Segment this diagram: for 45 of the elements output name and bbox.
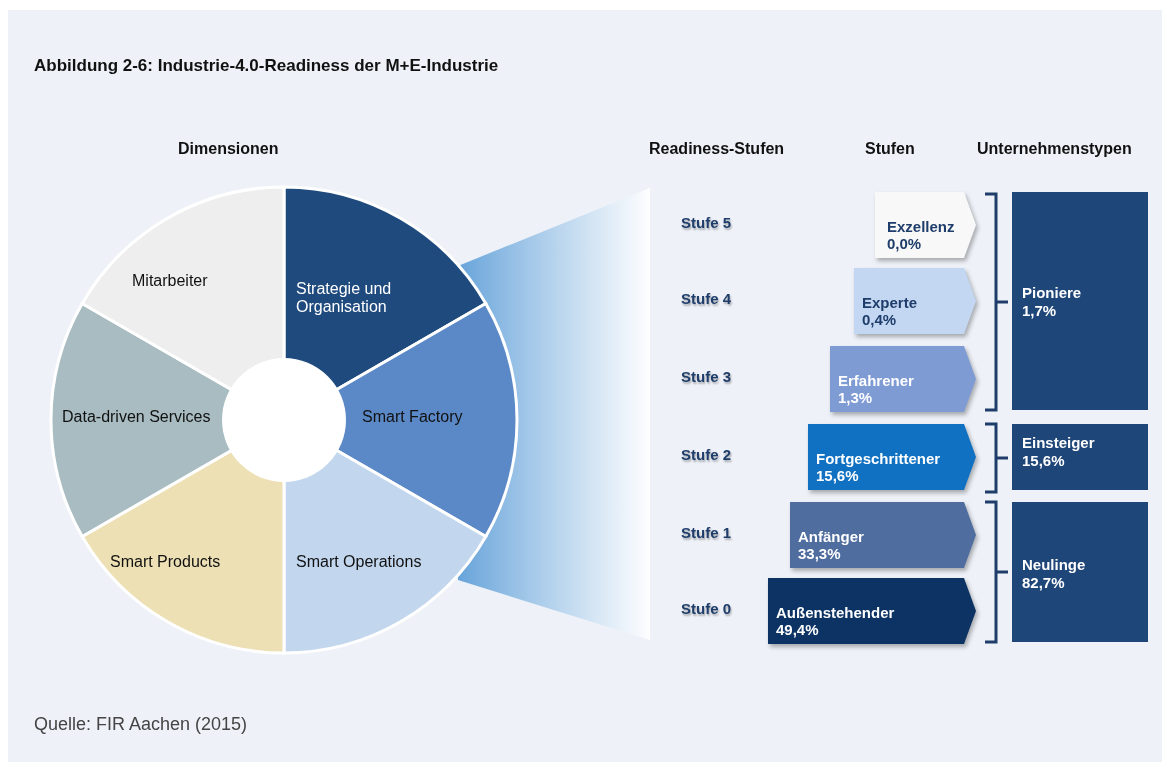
- stage-name: Fortgeschrittener: [816, 450, 941, 468]
- stage-label: Stufe 3: [681, 368, 731, 385]
- readiness-level-bar: [875, 192, 976, 258]
- stage-label: Stufe 2: [681, 446, 731, 463]
- stage-percentage: 15,6%: [816, 467, 859, 485]
- readiness-level-bar: [790, 502, 976, 568]
- segment-label: Smart Products: [110, 553, 221, 571]
- segment-label: Smart Factory: [362, 408, 463, 426]
- stage-label: Stufe 1: [681, 524, 731, 541]
- stage-percentage: 0,4%: [862, 311, 897, 329]
- company-type-name: Pioniere: [1022, 284, 1082, 302]
- figure-title: Abbildung 2-6: Industrie-4.0-Readiness der M+E-Industrie: [34, 56, 499, 76]
- source-caption: Quelle: FIR Aachen (2015): [34, 714, 248, 735]
- company-type-box: [1012, 192, 1148, 410]
- column-header: Dimensionen: [178, 140, 279, 158]
- column-header: Unternehmenstypen: [977, 140, 1132, 158]
- stage-label: Stufe 0: [681, 600, 731, 617]
- company-type-name: Neulinge: [1022, 556, 1086, 574]
- stage-name: Exzellenz: [887, 218, 955, 236]
- readiness-level-bar: [808, 424, 976, 490]
- segment-label: Strategie und Organisation: [296, 280, 446, 316]
- stage-percentage: 0,0%: [887, 235, 922, 253]
- company-type-percentage: 15,6%: [1022, 452, 1065, 470]
- readiness-level-bar: [830, 346, 976, 412]
- column-header: Stufen: [865, 140, 915, 158]
- company-type-percentage: 82,7%: [1022, 574, 1065, 592]
- stage-percentage: 49,4%: [776, 621, 819, 639]
- stage-label: Stufe 4: [681, 290, 731, 307]
- company-type-box: [1012, 502, 1148, 642]
- segment-label: Smart Operations: [296, 553, 422, 571]
- segment-label: Mitarbeiter: [132, 272, 208, 290]
- readiness-level-bar: [768, 578, 976, 644]
- stage-name: Erfahrener: [838, 372, 914, 390]
- stage-name: Experte: [862, 294, 918, 312]
- stage-name: Anfänger: [798, 528, 864, 546]
- company-type-box: [1012, 424, 1148, 490]
- readiness-level-bar: [854, 268, 976, 334]
- segment-label: Data-driven Services: [62, 408, 211, 426]
- stage-percentage: 1,3%: [838, 389, 873, 407]
- stage-label: Stufe 5: [681, 214, 731, 231]
- company-type-percentage: 1,7%: [1022, 302, 1057, 320]
- company-type-name: Einsteiger: [1022, 434, 1095, 452]
- column-header: Readiness-Stufen: [649, 140, 785, 158]
- stage-percentage: 33,3%: [798, 545, 841, 563]
- stage-name: Außenstehender: [776, 604, 895, 622]
